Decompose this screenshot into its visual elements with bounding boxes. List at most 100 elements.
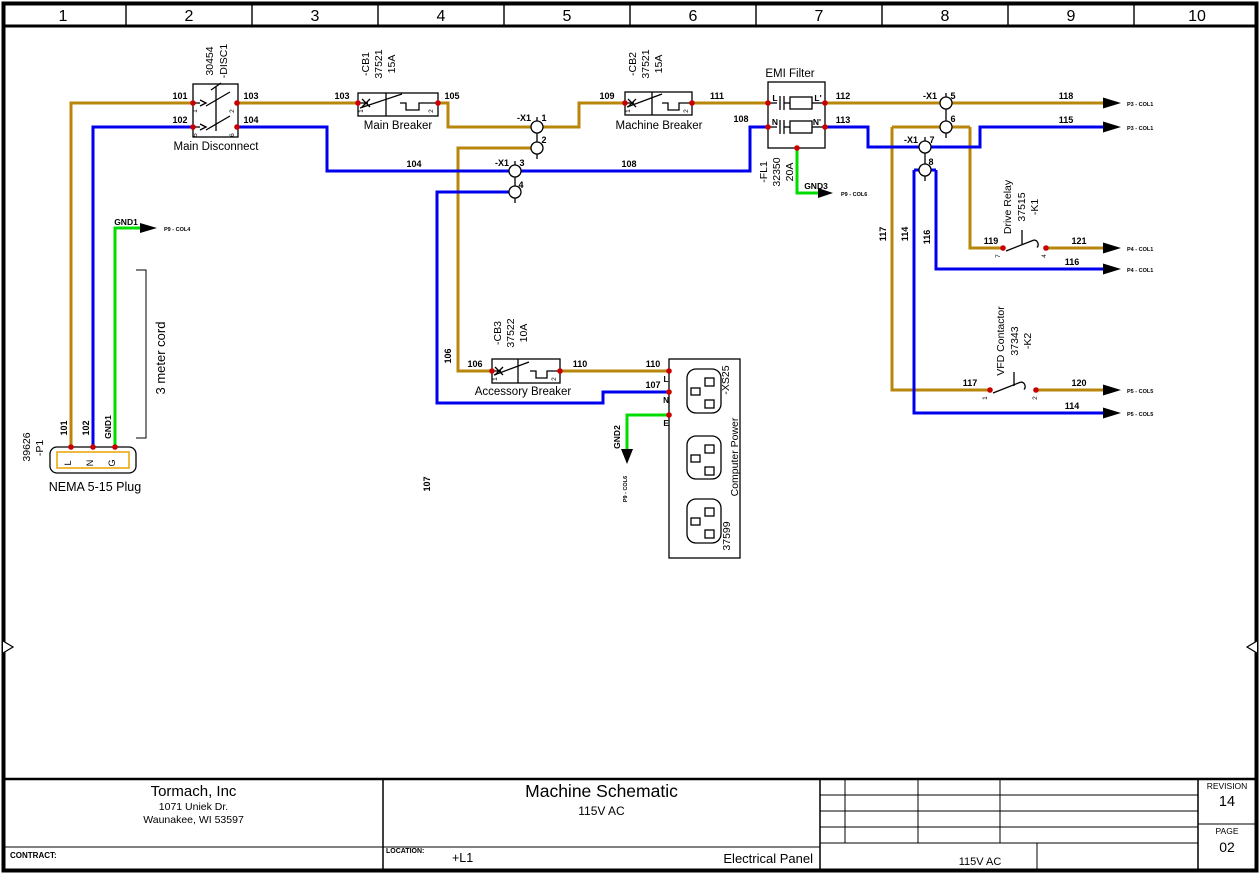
cb1-rating: 15A bbox=[386, 55, 398, 74]
location-label: LOCATION: bbox=[386, 848, 425, 855]
breaker-blade bbox=[626, 93, 663, 108]
ruler-column-1: 1 bbox=[59, 8, 68, 25]
cord-label: 3 meter cord bbox=[153, 322, 168, 395]
gnd1-label: GND1 bbox=[114, 217, 138, 227]
wire-117-label: 117 bbox=[963, 378, 978, 388]
machine-breaker-label: Machine Breaker bbox=[616, 120, 703, 132]
arrow-p4-col1 bbox=[1103, 263, 1121, 275]
wire-117 bbox=[890, 127, 990, 392]
terminal-x1-8 bbox=[918, 163, 932, 177]
ruler-column-10: 10 bbox=[1188, 8, 1206, 25]
k2-pin-2: 2 bbox=[1032, 396, 1039, 400]
left-fold-marker bbox=[2, 640, 15, 654]
wire-120-label: 120 bbox=[1071, 378, 1086, 388]
terminal-5-label: 5 bbox=[950, 91, 955, 101]
xs25-tag: -XS25 bbox=[720, 365, 732, 394]
cb2-part: 37521 bbox=[640, 49, 652, 78]
plug-pin-g: G bbox=[107, 459, 117, 466]
accessory-breaker-label: Accessory Breaker bbox=[475, 386, 572, 398]
wire-101 bbox=[69, 101, 193, 447]
emi-pin-l: L bbox=[772, 93, 777, 103]
wire-109-label: 109 bbox=[599, 91, 614, 101]
flag-p9-col6: P9 - COL6 bbox=[623, 476, 629, 502]
wire-106-label: 106 bbox=[467, 359, 482, 369]
vfd-contactor-k2 bbox=[992, 372, 1026, 394]
terminal-x1-label: -X1 bbox=[904, 135, 918, 145]
revision-value: 14 bbox=[1218, 794, 1236, 810]
fl1-part: 32350 bbox=[771, 157, 783, 186]
cb3-rating: 10A bbox=[518, 324, 530, 343]
arrow-p3-col1 bbox=[1103, 97, 1121, 109]
accessory-breaker bbox=[491, 358, 561, 384]
p1-tag: -P1 bbox=[34, 440, 46, 457]
flag-p4-col1: P4 - COL1 bbox=[1127, 268, 1153, 274]
wire-110-label: 110 bbox=[573, 359, 588, 369]
emi-pin-lp: L' bbox=[814, 93, 821, 103]
wire-121-label: 121 bbox=[1071, 236, 1086, 246]
wire-gnd1 bbox=[113, 226, 140, 447]
k1-name: Drive Relay bbox=[1002, 179, 1014, 234]
arrow-gnd3 bbox=[818, 188, 833, 198]
cb3-tag: -CB3 bbox=[492, 321, 504, 345]
wire-105-label: 105 bbox=[444, 91, 459, 101]
gnd1-label: GND1 bbox=[103, 415, 113, 439]
ruler-column-5: 5 bbox=[563, 8, 572, 25]
terminal-7-label: 7 bbox=[929, 135, 934, 145]
thermal-element bbox=[530, 370, 560, 379]
flag-p5-col5: P5 - COL5 bbox=[1127, 412, 1153, 418]
emi-pin-np: N' bbox=[813, 117, 821, 127]
flag-p9-col4: P9 - COL4 bbox=[164, 227, 191, 233]
page-value: 02 bbox=[1219, 839, 1235, 855]
thermal-element bbox=[400, 102, 438, 111]
fl1-tag: -FL1 bbox=[758, 161, 770, 183]
terminal-x1-1 bbox=[530, 120, 544, 134]
wire-101-label: 101 bbox=[59, 420, 69, 435]
flag-p3-col1: P3 - COL1 bbox=[1127, 126, 1153, 132]
machine-breaker bbox=[624, 91, 693, 116]
terminal-strip-x1 bbox=[508, 93, 953, 203]
k1-tag: -K1 bbox=[1029, 199, 1041, 216]
wire-110-label: 110 bbox=[646, 359, 661, 369]
terminal-8-label: 8 bbox=[928, 157, 933, 167]
company-name: Tormach, Inc bbox=[150, 783, 237, 800]
iec-outlet bbox=[686, 435, 722, 480]
wire-105-109 bbox=[438, 101, 625, 129]
breaker-blade bbox=[493, 361, 530, 376]
disc1-pin-1: 1 bbox=[192, 109, 199, 113]
location-value: +L1 bbox=[452, 851, 474, 865]
gnd3-label: GND3 bbox=[804, 181, 828, 191]
ruler-column-7: 7 bbox=[815, 8, 824, 25]
drive-relay-k1 bbox=[1005, 230, 1039, 252]
sheet-title: Machine Schematic bbox=[525, 781, 678, 801]
disc1-pin-2: 2 bbox=[229, 109, 236, 113]
cb2-pin-1: 1 bbox=[625, 109, 632, 113]
title-block-lines bbox=[4, 777, 1256, 869]
computer-power-xs25 bbox=[668, 358, 741, 559]
main-disconnect bbox=[192, 82, 239, 138]
arrow-gnd2 bbox=[621, 449, 633, 464]
column-ruler bbox=[125, 5, 1135, 25]
terminal-6-label: 6 bbox=[950, 114, 955, 124]
wire-107-label: 107 bbox=[645, 380, 660, 390]
iec-outlet bbox=[686, 498, 722, 544]
wire-111-label: 111 bbox=[710, 91, 724, 101]
wire-116-label: 116 bbox=[1065, 257, 1080, 267]
cb1-tag: -CB1 bbox=[360, 52, 372, 76]
ruler-column-9: 9 bbox=[1067, 8, 1076, 25]
cb3-pin-2: 2 bbox=[551, 377, 558, 381]
wire-117-label: 117 bbox=[878, 227, 888, 242]
emi-pin-n: N bbox=[772, 117, 778, 127]
disc1-pin-6: 6 bbox=[229, 133, 236, 137]
wire-115-label: 115 bbox=[1059, 115, 1074, 125]
cord-bracket bbox=[136, 269, 147, 439]
company-address-2: Waunakee, WI 53597 bbox=[143, 814, 244, 826]
xs25-pin-n: N bbox=[663, 396, 669, 405]
wire-116 bbox=[934, 170, 1103, 271]
wire-114-label: 114 bbox=[1065, 401, 1080, 411]
terminal-x1-3 bbox=[508, 164, 522, 178]
flag-p3-col1: P3 - COL1 bbox=[1127, 102, 1153, 108]
plug-pin-n: N bbox=[85, 460, 95, 467]
disc1-pin-5: 5 bbox=[192, 133, 199, 137]
